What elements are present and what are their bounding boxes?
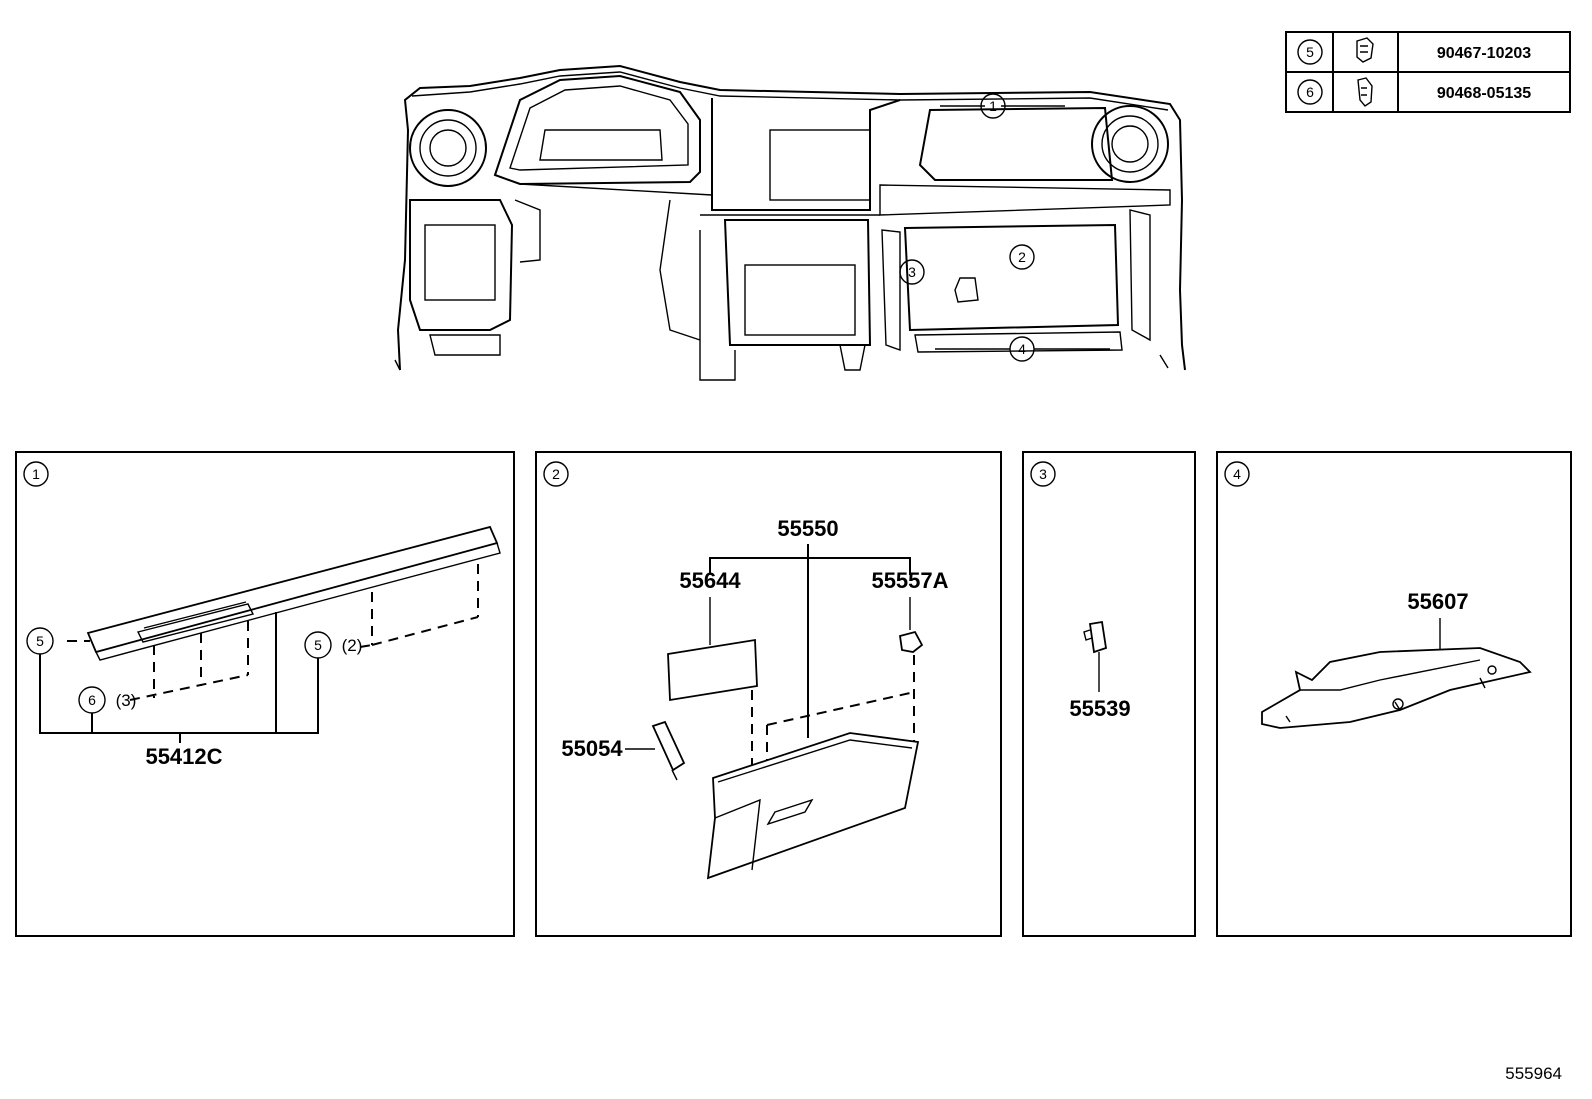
fastener-row-6: 6 90468-05135: [1297, 77, 1531, 107]
clip-ref-6: 6: [88, 692, 96, 708]
callout-number: 3: [908, 264, 916, 280]
overview-callout-3: 3: [899, 259, 925, 285]
glove-box-latch: [651, 720, 686, 781]
panel-3: 3 55539: [1022, 451, 1196, 937]
clip-icon: [1356, 37, 1374, 63]
fastener-table: 5 90467-10203 6 90468-05135: [1285, 31, 1571, 113]
dash-trim-strip: [86, 525, 501, 661]
panel-number: 2: [552, 466, 560, 482]
fastener-part-number: 90468-05135: [1437, 85, 1531, 102]
panel-number: 4: [1233, 466, 1241, 482]
clip-6-quantity: (3): [116, 691, 137, 710]
fastener-row-5: 5 90467-10203: [1297, 37, 1531, 65]
fastener-ref: 6: [1306, 84, 1314, 100]
part-number-55607: 55607: [1407, 589, 1468, 614]
panel-4: 4 55607: [1216, 451, 1572, 937]
fastener-ref: 5: [1306, 44, 1314, 60]
callout-number: 1: [989, 98, 997, 114]
panel-1: 1 5 6 (3) 5 (2) 55412C: [15, 451, 515, 937]
clip-5-quantity: (2): [342, 636, 363, 655]
diagram-id: 555964: [1505, 1064, 1562, 1083]
panel-number: 1: [32, 466, 40, 482]
glove-box-damper: [898, 630, 924, 653]
part-number-55550: 55550: [777, 516, 838, 541]
part-number-55557A: 55557A: [871, 568, 948, 593]
lower-panel-part: [1261, 647, 1532, 729]
glove-box-door: [706, 732, 920, 880]
panel-number: 3: [1039, 466, 1047, 482]
overview-callout-4: 4: [935, 336, 1110, 362]
callout-number: 2: [1018, 249, 1026, 265]
clip-part: [1083, 620, 1108, 654]
panel-2: 2 55550 55644 55557A 55054: [535, 451, 1002, 937]
overview-callout-2: 2: [1009, 244, 1035, 270]
part-number-55412C: 55412C: [145, 744, 222, 769]
clip-icon: [1357, 77, 1373, 107]
overview-callout-1: 1: [940, 93, 1065, 119]
part-number-55054: 55054: [561, 736, 623, 761]
glove-box-pad: [667, 638, 758, 702]
part-number-55644: 55644: [679, 568, 741, 593]
fastener-part-number: 90467-10203: [1437, 45, 1531, 62]
clip-ref-5: 5: [314, 637, 322, 653]
dashboard-overview: 1 2 3 4: [394, 64, 1186, 381]
part-number-55539: 55539: [1069, 696, 1130, 721]
callout-number: 4: [1018, 341, 1026, 357]
clip-ref-5: 5: [36, 633, 44, 649]
